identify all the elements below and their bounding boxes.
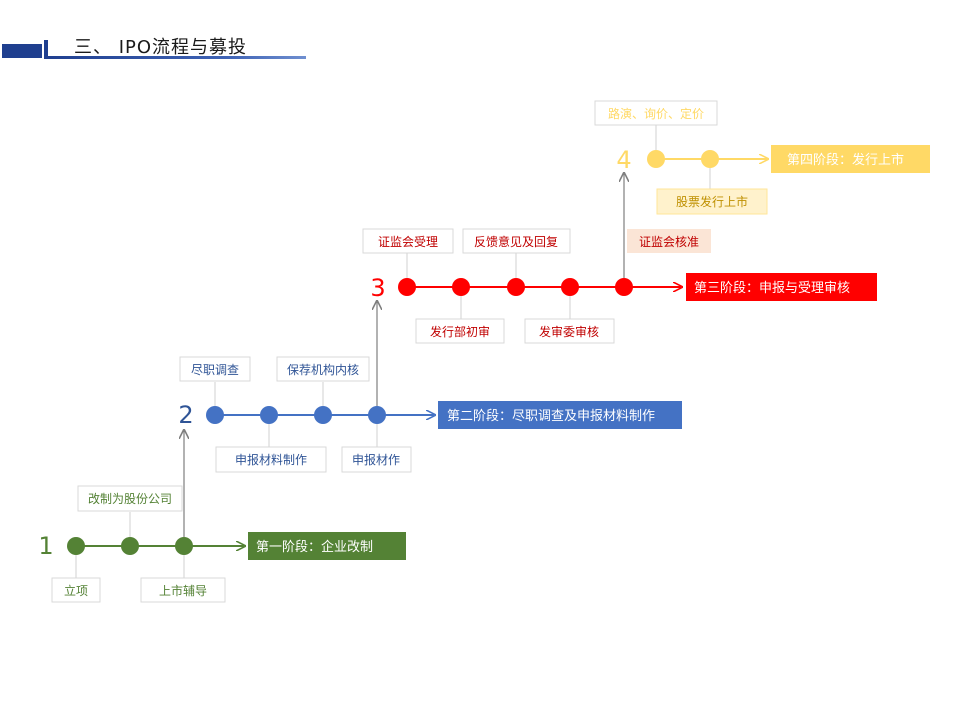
step-box (415, 318, 505, 344)
stage-title: 第一阶段：企业改制 (256, 539, 373, 555)
step-node (398, 278, 416, 296)
step-node (314, 406, 332, 424)
step-label-fashenwei: 发审委审核 (539, 324, 599, 339)
step-label-shenbao: 申报材作 (352, 452, 400, 467)
step-label-luyan: 路演、询价、定价 (608, 106, 704, 121)
step-label-jindiao: 尽职调查 (191, 363, 239, 377)
step-box (362, 228, 454, 254)
header-bar (44, 40, 48, 58)
stage-4: 4 路演、询价、定价 股票发行上市 第四阶段：发行上市 (594, 100, 930, 215)
step-node (701, 150, 719, 168)
step-node (452, 278, 470, 296)
stage-title-box (248, 532, 406, 560)
step-box (179, 356, 251, 382)
stage-title-box (686, 273, 877, 301)
step-box (77, 485, 183, 512)
step-node (260, 406, 278, 424)
slide-header: 三、 IPO流程与募投 (0, 0, 953, 70)
step-node (507, 278, 525, 296)
step-box (341, 446, 412, 473)
step-node (647, 150, 665, 168)
step-label-fankui: 反馈意见及回复 (474, 234, 558, 249)
step-box (51, 577, 101, 603)
step-label-faxing: 股票发行上市 (676, 194, 748, 209)
page-title: 三、 IPO流程与募投 (74, 37, 248, 58)
step-box (594, 100, 718, 126)
stage-title: 第四阶段：发行上市 (787, 152, 904, 168)
step-label-shouli: 证监会受理 (378, 235, 438, 249)
step-node (121, 537, 139, 555)
step-node (615, 278, 633, 296)
step-box (462, 228, 571, 254)
stage-2: 2 尽职调查 保荐机构内核 申报材料制作 申报材作 第二阶段：尽职调查及申报材料… (178, 356, 682, 473)
step-box (276, 356, 370, 382)
stage-title-box (771, 145, 930, 173)
step-label-gaizhi: 改制为股份公司 (88, 492, 172, 506)
step-node (561, 278, 579, 296)
step-box (656, 188, 768, 215)
step-box (215, 446, 327, 473)
stage-title-box (438, 401, 682, 429)
header-decoration (2, 40, 306, 59)
step-label-chushen: 发行部初审 (430, 324, 490, 339)
stage-3: 3 证监会受理 反馈意见及回复 证监会核准 发行部初审 发审委审核 第三阶段：申… (362, 228, 877, 344)
stage-number: 4 (616, 146, 631, 174)
step-label-fudao: 上市辅导 (159, 583, 207, 598)
stage-1: 1 改制为股份公司 立项 上市辅导 第一阶段：企业改制 (38, 485, 406, 603)
header-block (2, 44, 42, 58)
stage-number: 1 (38, 532, 53, 560)
step-label-cailiao: 申报材料制作 (235, 452, 307, 467)
step-node (175, 537, 193, 555)
step-label-hezhun: 证监会核准 (639, 235, 699, 249)
header-underline (44, 56, 306, 59)
stage-title: 第三阶段：申报与受理审核 (694, 281, 850, 296)
step-box (140, 577, 226, 603)
step-box (524, 318, 615, 344)
step-node (67, 537, 85, 555)
step-label-neihe: 保荐机构内核 (287, 362, 359, 377)
stage-number: 3 (370, 274, 385, 302)
step-node (368, 406, 386, 424)
step-node (206, 406, 224, 424)
stage-title: 第二阶段：尽职调查及申报材料制作 (447, 409, 655, 424)
stage-number: 2 (178, 401, 193, 429)
step-label-lixiang: 立项 (64, 583, 88, 598)
highlight-box (627, 229, 711, 253)
